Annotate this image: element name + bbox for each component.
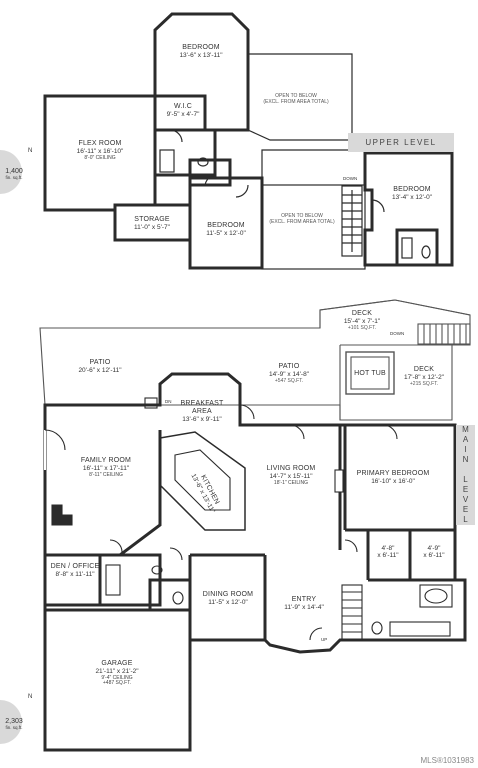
room-primary-bedroom: PRIMARY BEDROOM 16'-10" x 16'-0" bbox=[356, 470, 430, 486]
hot-tub-outline bbox=[345, 351, 395, 395]
room-den-office: DEN / OFFICE 8'-8" x 11'-11" bbox=[50, 563, 100, 579]
deck-outline-upper bbox=[319, 299, 471, 328]
room-breakfast: BREAKFAST AREA 13'-6" x 9'-11" bbox=[180, 400, 224, 424]
upper-bath-mid-outline bbox=[188, 158, 232, 187]
upper-level-walls bbox=[43, 12, 454, 270]
upper-level-tag: UPPER LEVEL bbox=[348, 133, 454, 152]
open-to-below-2-line bbox=[261, 184, 366, 270]
main-house-outline bbox=[43, 372, 467, 752]
room-family: FAMILY ROOM 16'-11" x 17'-11" 8'-11" CEI… bbox=[80, 457, 132, 478]
upper-stairs bbox=[341, 185, 363, 257]
bedroom-upper-3-outline bbox=[363, 151, 454, 267]
room-living: LIVING ROOM 14'-7" x 15'-11" 18'-1" CEIL… bbox=[266, 465, 316, 486]
room-open-to-below-2: OPEN TO BELOW (EXCL. FROM AREA TOTAL) bbox=[269, 213, 335, 225]
room-garage: GARAGE 21'-11" x 21'-2" 9'-4" CEILING +4… bbox=[95, 660, 139, 687]
entry-up-label: UP bbox=[321, 637, 328, 642]
kitchen-outline bbox=[159, 431, 246, 531]
main-level-tag: MAIN LEVEL bbox=[456, 425, 475, 525]
room-storage: STORAGE 11'-0" x 5'-7" bbox=[134, 216, 170, 232]
hot-tub-label: HOT TUB bbox=[354, 370, 386, 377]
deck-down-label: DOWN bbox=[390, 331, 405, 336]
primary-tub bbox=[419, 584, 453, 608]
main-area-badge bbox=[0, 700, 22, 744]
main-north-label: N bbox=[28, 694, 33, 700]
room-patio-1: PATIO 20'-6" x 12'-11" bbox=[78, 359, 122, 375]
upper-area-badge bbox=[0, 150, 22, 194]
room-closet-2: 4'-9" x 6'-11" bbox=[423, 545, 445, 560]
room-patio-2: PATIO 14'-9" x 14'-8" +547 SQ.FT. bbox=[269, 363, 309, 384]
deck-stairs bbox=[417, 323, 471, 345]
room-closet-1: 4'-8" x 6'-11" bbox=[377, 545, 399, 560]
main-level-walls bbox=[43, 372, 467, 752]
room-open-to-below-1: OPEN TO BELOW (EXCL. FROM AREA TOTAL) bbox=[263, 93, 329, 105]
room-entry: ENTRY 11'-9" x 14'-4" bbox=[284, 596, 324, 612]
room-dining: DINING ROOM 11'-5" x 12'-0" bbox=[202, 591, 254, 607]
upper-stairs-down-label: DOWN bbox=[343, 176, 358, 181]
room-wic: W.I.C 9'-5" x 4'-7" bbox=[166, 103, 200, 119]
upper-bath-right-outline bbox=[395, 228, 439, 267]
upper-bath-left-outline bbox=[153, 128, 217, 177]
room-deck-2: DECK 17'-8" x 12'-2" +215 SQ.FT. bbox=[404, 366, 444, 387]
mls-number: MLS®1031983 bbox=[420, 756, 475, 765]
upper-north-label: N bbox=[28, 148, 33, 154]
room-bedroom-upper-1: BEDROOM 13'-6" x 13'-11" bbox=[179, 44, 223, 60]
room-deck-1: DECK 15'-4" x 7'-1" +101 SQ.FT. bbox=[343, 310, 381, 331]
breakfast-dn-label: DN bbox=[165, 399, 172, 404]
main-stairs bbox=[341, 584, 363, 641]
room-bedroom-upper-2: BEDROOM 11'-5" x 12'-0" bbox=[206, 222, 246, 238]
room-bedroom-upper-3: BEDROOM 13'-4" x 12'-0" bbox=[392, 186, 432, 202]
room-flex: FLEX ROOM 16'-11" x 16'-10" 8'-0" CEILIN… bbox=[76, 140, 124, 161]
